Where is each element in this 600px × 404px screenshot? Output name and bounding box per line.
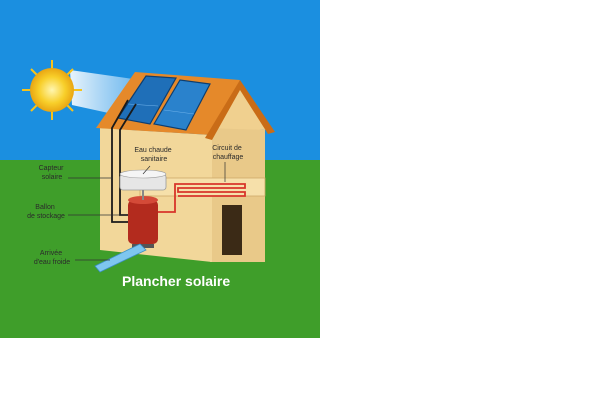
roof-ridge	[205, 80, 275, 140]
cold-water-inlet	[94, 243, 147, 273]
label-capteur-solaire: Capteur solaire	[39, 165, 66, 181]
sun-icon	[22, 60, 82, 120]
house-side-door	[222, 205, 242, 255]
callout-lines	[68, 162, 226, 261]
heating-circuit-pipe	[158, 183, 246, 213]
diagram-title: Plancher solaire	[122, 273, 230, 289]
label-eau-chaude: Eau chaude sanitaire	[134, 147, 173, 163]
solar-floor-diagram: Capteur solaire Ballon de stockage Arriv…	[0, 0, 320, 338]
label-arrivee-eau: Arrivée d'eau froide	[34, 250, 70, 266]
solar-panel	[116, 75, 211, 131]
label-ballon-stockage: Ballon de stockage	[27, 204, 65, 220]
label-circuit-chauffage: Circuit de chauffage	[212, 145, 244, 161]
storage-tank	[128, 196, 158, 248]
